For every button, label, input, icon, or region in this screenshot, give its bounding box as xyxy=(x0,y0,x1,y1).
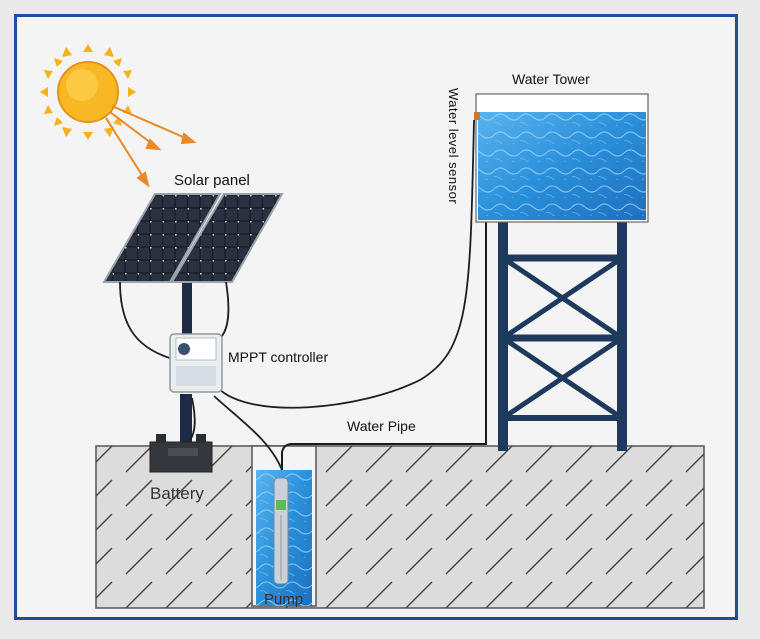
water-level-sensor-icon xyxy=(474,112,480,120)
sun-rays xyxy=(105,105,197,188)
water-tower-label: Water Tower xyxy=(512,71,590,87)
water-tower-support xyxy=(498,217,627,451)
pump-label: Pump xyxy=(264,591,304,608)
mppt-controller-label: MPPT controller xyxy=(228,349,329,365)
ground xyxy=(95,445,705,609)
submersible-pump xyxy=(273,477,289,585)
solar-panel-label: Solar panel xyxy=(174,172,250,189)
wiring xyxy=(119,119,475,471)
solar-panel xyxy=(102,193,284,283)
water-level-sensor-label: Water level sensor xyxy=(446,88,461,205)
controller-pole xyxy=(180,394,192,446)
water-tower-tank xyxy=(475,93,649,223)
battery-label: Battery xyxy=(150,484,204,503)
sun-icon xyxy=(40,44,136,140)
water-pipe-label: Water Pipe xyxy=(347,418,416,434)
water-pipe xyxy=(281,215,487,470)
mppt-controller xyxy=(169,333,223,393)
solar-panel-pole xyxy=(182,278,192,348)
battery xyxy=(149,434,213,473)
